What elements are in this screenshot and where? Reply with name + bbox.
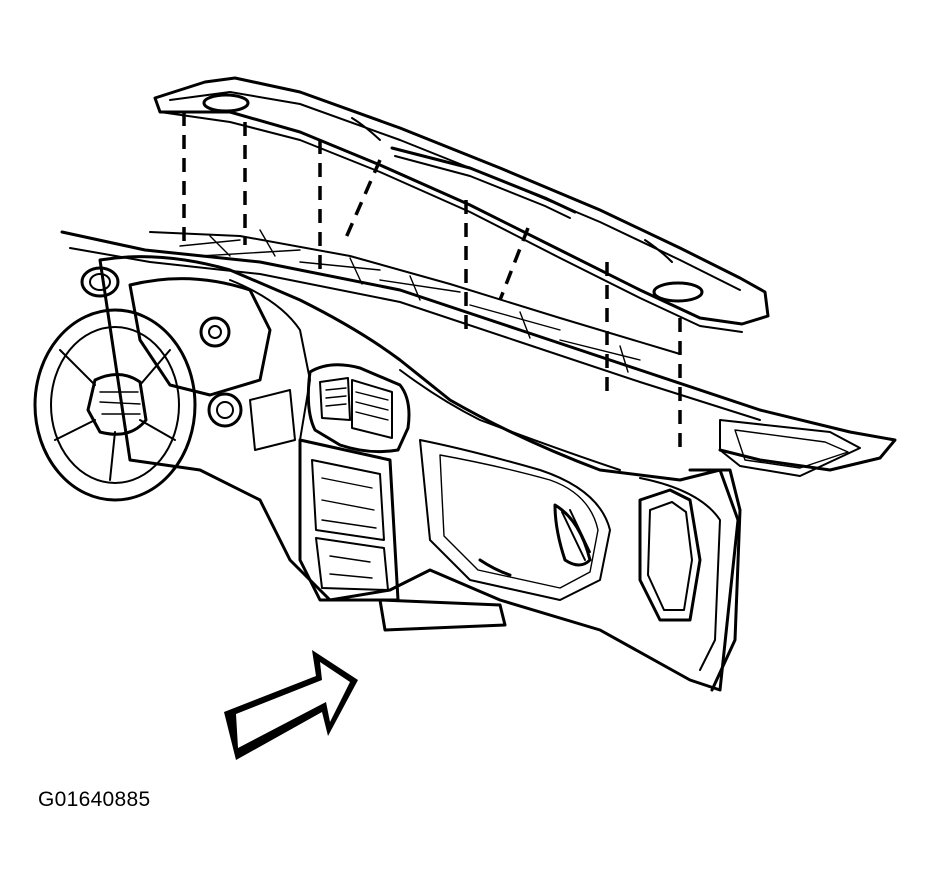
instrument-cluster xyxy=(80,266,296,451)
left-side-vent xyxy=(80,266,120,298)
glovebox-door xyxy=(419,439,611,601)
steering-wheel-hub xyxy=(86,373,148,436)
glovebox-handle xyxy=(478,558,512,577)
alignment-lines xyxy=(182,112,682,450)
upper-trim-pad xyxy=(153,76,770,333)
center-stack xyxy=(298,363,507,632)
right-side-vent xyxy=(638,488,702,622)
instrument-panel-body xyxy=(98,255,742,692)
steering-wheel xyxy=(33,308,197,502)
gauge-dial xyxy=(199,316,231,348)
radio-hvac-panel xyxy=(298,438,400,602)
defroster-vent-slot xyxy=(390,146,577,214)
ignition-switch xyxy=(207,392,243,428)
view-direction-arrow xyxy=(224,650,358,760)
right-speaker-grille xyxy=(652,281,704,303)
center-air-outlets xyxy=(306,363,411,454)
glovebox-lid-opening xyxy=(719,419,861,477)
dashboard-frame xyxy=(60,229,897,477)
left-speaker-grille xyxy=(202,93,250,113)
passenger-air-outlet xyxy=(553,503,592,567)
figure-id-label: G01640885 xyxy=(38,788,151,811)
lower-trim-panel xyxy=(378,598,507,632)
